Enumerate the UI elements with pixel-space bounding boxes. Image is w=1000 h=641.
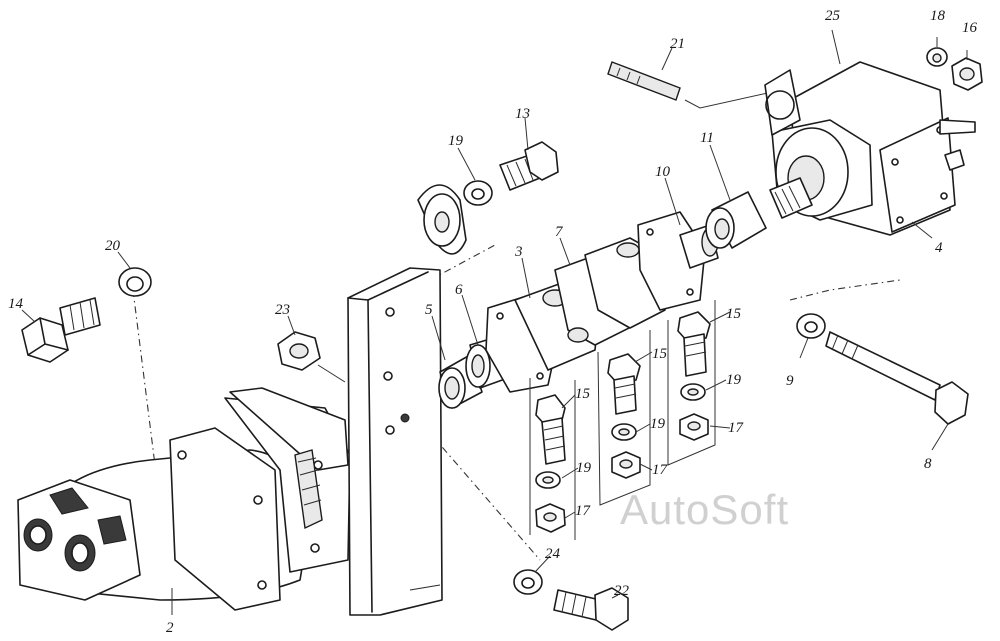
part-19-large-washer xyxy=(417,184,467,255)
axis-line-cardan xyxy=(429,244,496,281)
callout-6: 6 xyxy=(455,282,463,298)
fastener-stack-right xyxy=(667,300,716,466)
part-11-bearing-cup xyxy=(705,191,767,249)
callout-10: 10 xyxy=(655,164,671,180)
fastener-stack-middle xyxy=(597,330,651,506)
part-8-long-bolt xyxy=(825,331,969,425)
callout-24: 24 xyxy=(545,546,561,562)
callout-13: 13 xyxy=(515,106,530,122)
callout-15-left: 15 xyxy=(575,386,591,402)
callout-9: 9 xyxy=(786,373,794,389)
callout-17-right: 17 xyxy=(728,420,745,436)
part-22-bolt xyxy=(553,587,629,631)
callout-14: 14 xyxy=(8,296,24,312)
fastener-stack-left xyxy=(529,378,576,540)
axis-line-pump xyxy=(789,279,901,301)
callout-19-top: 19 xyxy=(448,133,464,149)
part-4-gearbox xyxy=(764,61,976,236)
callout-15-right: 15 xyxy=(726,306,742,322)
callout-4: 4 xyxy=(935,240,943,256)
part-14-bolt xyxy=(21,297,101,363)
callout-25: 25 xyxy=(825,8,841,24)
callout-21: 21 xyxy=(670,36,685,52)
callout-2: 2 xyxy=(166,620,174,636)
part-18-washer xyxy=(926,47,948,67)
axis-line-left-washer xyxy=(132,289,156,466)
callout-17-left: 17 xyxy=(575,503,592,519)
callout-11: 11 xyxy=(700,130,714,146)
part-19-small-washer xyxy=(463,180,493,206)
callout-15-middle: 15 xyxy=(652,346,668,362)
part-23-nut xyxy=(277,331,346,383)
callout-16: 16 xyxy=(962,20,978,36)
part-16-nut xyxy=(951,57,983,91)
part-2-pump xyxy=(17,387,351,611)
part-21-pin xyxy=(607,61,791,109)
callout-19-left: 19 xyxy=(576,460,592,476)
callout-19-middle: 19 xyxy=(650,416,666,432)
callout-23: 23 xyxy=(275,302,290,318)
callout-7: 7 xyxy=(555,224,564,240)
callout-22: 22 xyxy=(614,583,630,599)
mounting-bracket xyxy=(347,267,443,616)
callout-17-middle: 17 xyxy=(652,462,669,478)
callout-18: 18 xyxy=(930,8,946,24)
callout-5: 5 xyxy=(425,302,433,318)
callout-8: 8 xyxy=(924,456,932,472)
callout-20: 20 xyxy=(105,238,121,254)
part-20-washer xyxy=(118,267,152,297)
part-24-washer xyxy=(513,569,543,595)
watermark-text: AutoSoft xyxy=(620,486,790,533)
part-13-bolt xyxy=(499,141,559,191)
part-9-washer xyxy=(796,313,826,339)
callout-19-right: 19 xyxy=(726,372,742,388)
callout-3: 3 xyxy=(514,244,523,260)
